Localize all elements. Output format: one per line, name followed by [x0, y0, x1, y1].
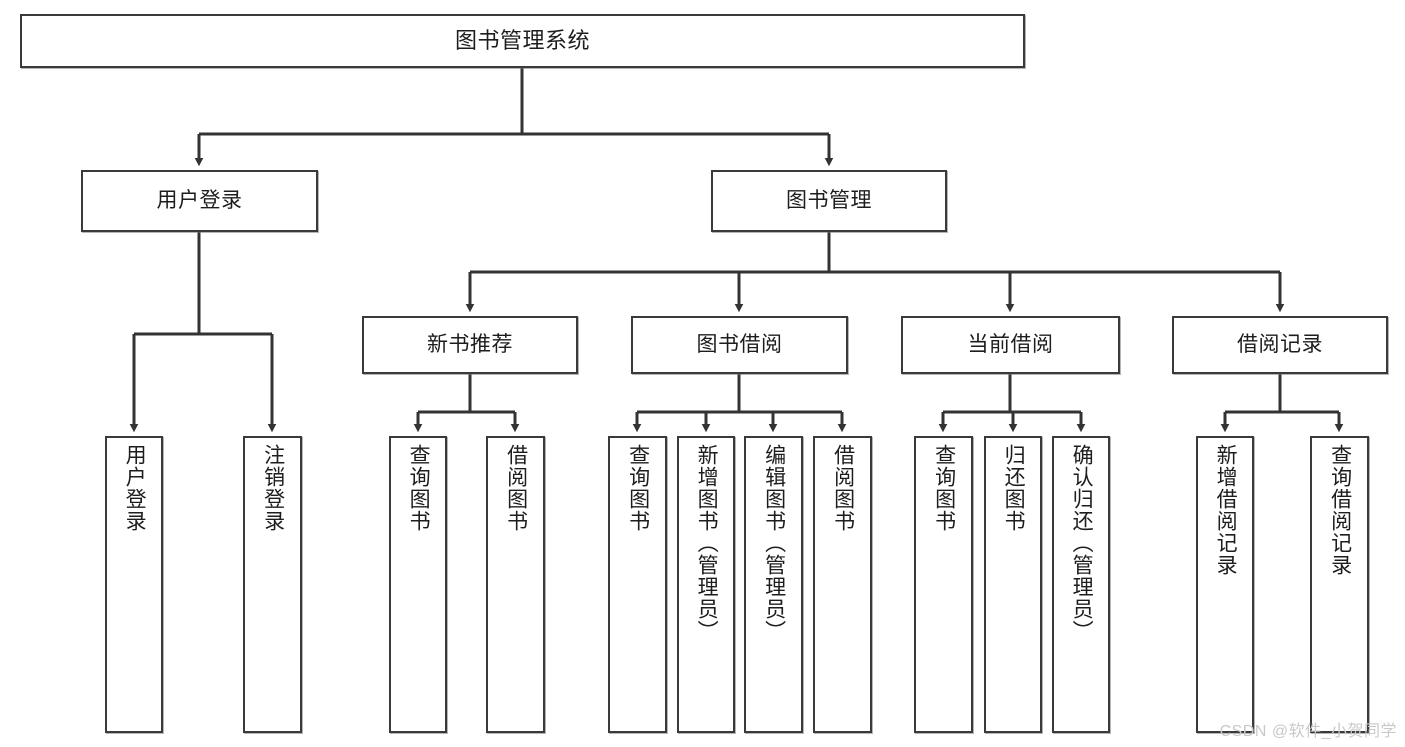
node-leaf-return-book[interactable]: 归还图书: [984, 436, 1042, 733]
node-book-management[interactable]: 图书管理: [711, 170, 947, 232]
node-leaf-borrow-book-recommend-label: 借阅图书: [504, 444, 528, 532]
node-leaf-add-book-admin-label: 新增图书（管理员）: [695, 444, 719, 642]
node-leaf-borrow-book-recommend[interactable]: 借阅图书: [486, 436, 545, 733]
node-new-book-recommend-label: 新书推荐: [427, 333, 513, 357]
node-leaf-add-book-admin[interactable]: 新增图书（管理员）: [677, 436, 735, 733]
node-borrow-record-label: 借阅记录: [1237, 333, 1323, 357]
node-leaf-query-book-borrow[interactable]: 查询图书: [608, 436, 667, 733]
node-leaf-query-book-borrow-label: 查询图书: [626, 444, 650, 532]
node-user-login[interactable]: 用户登录: [81, 170, 318, 232]
node-root[interactable]: 图书管理系统: [20, 14, 1025, 68]
node-leaf-edit-book-admin[interactable]: 编辑图书（管理员）: [744, 436, 803, 733]
watermark-text: CSDN @软件_小贺同学: [1219, 723, 1397, 740]
node-leaf-query-book-recommend[interactable]: 查询图书: [389, 436, 447, 733]
node-leaf-add-borrow-record-label: 新增借阅记录: [1214, 444, 1238, 576]
node-leaf-user-login[interactable]: 用户登录: [105, 436, 163, 733]
node-root-label: 图书管理系统: [454, 27, 590, 53]
node-leaf-borrow-book[interactable]: 借阅图书: [813, 436, 872, 733]
node-borrow-record[interactable]: 借阅记录: [1172, 316, 1388, 374]
node-leaf-query-book-current[interactable]: 查询图书: [914, 436, 973, 733]
node-current-borrow-label: 当前借阅: [967, 333, 1054, 357]
node-new-book-recommend[interactable]: 新书推荐: [362, 316, 578, 374]
node-leaf-edit-book-admin-label: 编辑图书（管理员）: [762, 444, 786, 642]
node-leaf-borrow-book-label: 借阅图书: [831, 444, 855, 532]
node-leaf-confirm-return-admin-label: 确认归还（管理员）: [1070, 444, 1094, 642]
node-book-borrow[interactable]: 图书借阅: [631, 316, 848, 374]
node-book-management-label: 图书管理: [786, 189, 872, 213]
node-leaf-query-borrow-record[interactable]: 查询借阅记录: [1310, 436, 1369, 733]
node-user-login-label: 用户登录: [156, 189, 243, 213]
node-leaf-confirm-return-admin[interactable]: 确认归还（管理员）: [1052, 436, 1110, 733]
node-leaf-logout[interactable]: 注销登录: [243, 436, 302, 733]
node-leaf-return-book-label: 归还图书: [1002, 444, 1026, 532]
node-current-borrow[interactable]: 当前借阅: [901, 316, 1120, 374]
node-leaf-query-book-current-label: 查询图书: [932, 444, 956, 532]
node-leaf-user-login-label: 用户登录: [123, 444, 147, 532]
node-leaf-logout-label: 注销登录: [261, 444, 285, 532]
node-leaf-query-book-recommend-label: 查询图书: [407, 444, 431, 532]
node-leaf-query-borrow-record-label: 查询借阅记录: [1328, 444, 1352, 576]
node-book-borrow-label: 图书借阅: [696, 333, 783, 357]
node-leaf-add-borrow-record[interactable]: 新增借阅记录: [1196, 436, 1254, 733]
